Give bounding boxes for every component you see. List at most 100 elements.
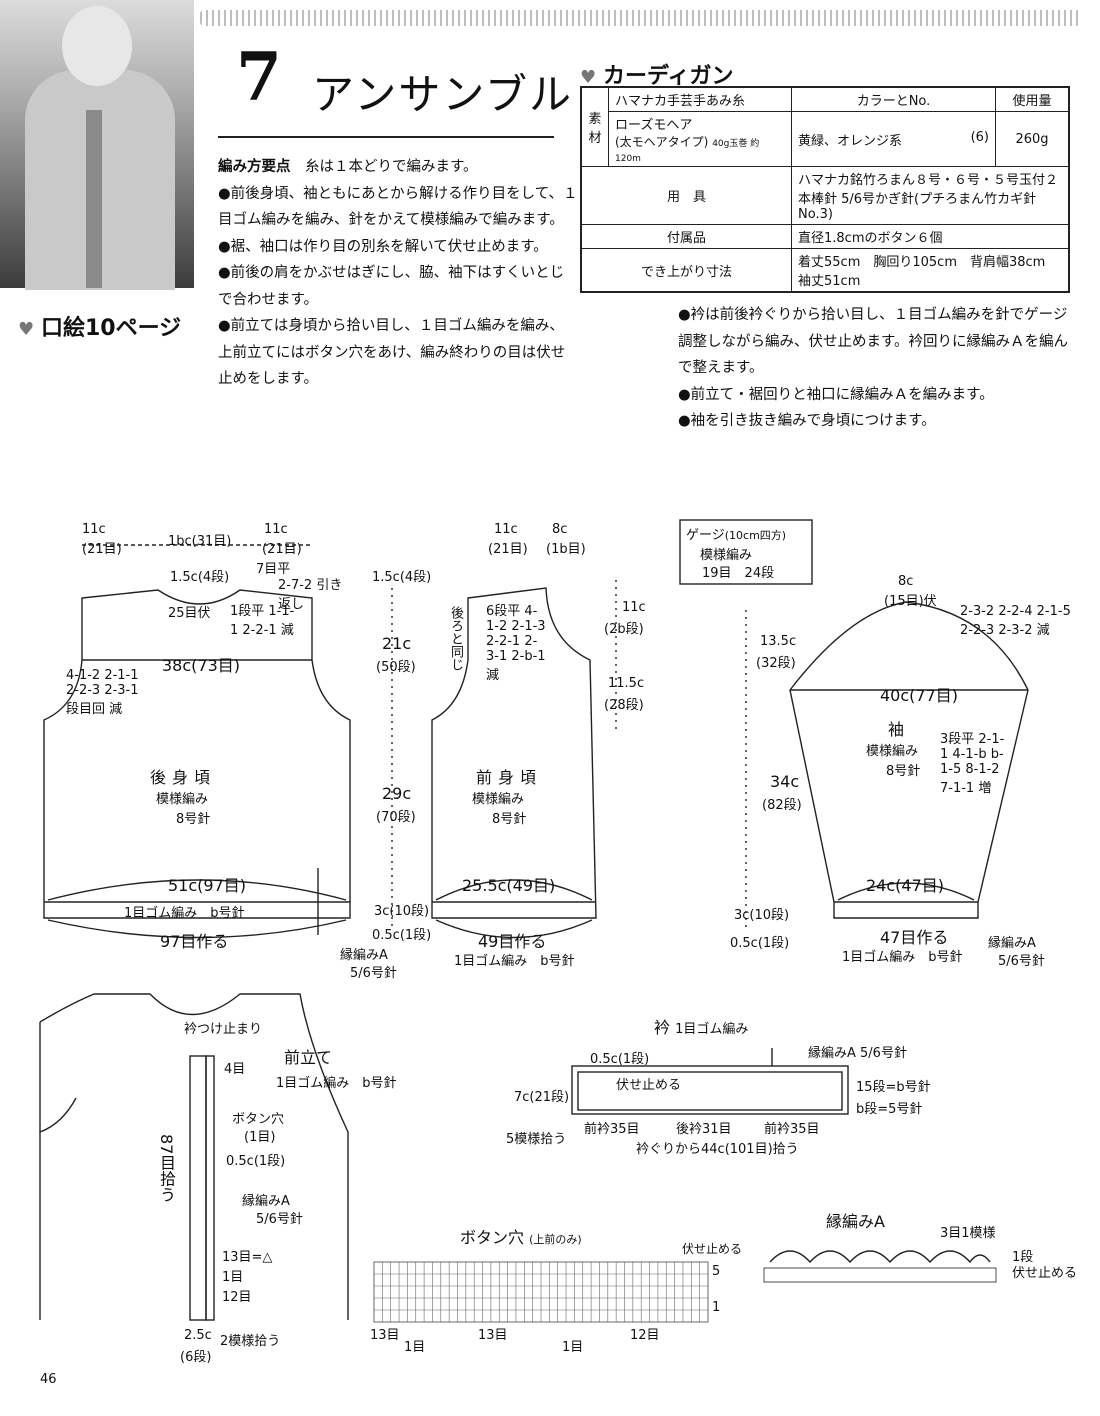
instructions-heading: 編み方要点	[218, 159, 291, 175]
collar-half: 0.5c(1段)	[590, 1052, 650, 1067]
edging-a-base	[763, 1267, 997, 1283]
heart-icon: ♥	[18, 319, 35, 340]
buttonhole-chart-title: ボタン穴	[460, 1228, 525, 1247]
collar-front35a: 前衿35目	[584, 1122, 640, 1137]
collar-edge: 縁編みA 5/6号針	[808, 1046, 907, 1061]
yarn-brand: ハマナカ手芸手あみ糸	[608, 86, 792, 112]
instruction-item: ●前後の肩をかぶせはぎにし、脇、袖下はすくいとじで合わせます。	[218, 265, 565, 308]
buttonhole-chart-s1b: 1目	[562, 1340, 584, 1355]
back-width-51: 51c(97目)	[168, 876, 247, 895]
instruction-item: ●前後身頃、袖ともにあとから解ける作り目をして、１目ゴム編みを編み、針をかえて模…	[218, 185, 578, 229]
placket-one: 1目	[222, 1270, 244, 1285]
instructions-heading-line: 編み方要点 糸は１本どりで編みます。	[218, 154, 578, 181]
sleeve-rib-h: 3c(10段)	[734, 908, 790, 923]
front-neck-h2: 11.5c	[608, 676, 645, 691]
placket-title: 前立て	[284, 1048, 333, 1067]
placket-four: 4目	[224, 1062, 246, 1077]
sleeve-rib: 1目ゴム編み b号針	[842, 950, 963, 965]
back-neck-bind: 25目伏	[168, 606, 211, 621]
color-cell: 黄緑、オレンジ系 (6)	[791, 111, 996, 167]
frontispiece-text: 口絵10ページ	[41, 316, 182, 341]
buttonhole-chart-title-line: ボタン穴 (上前のみ)	[460, 1224, 582, 1248]
back-shoulder-flat: 7目平	[256, 562, 291, 577]
edging-a-title: 縁編みA	[826, 1212, 885, 1231]
cardigan-heading: ♥カーディガン	[580, 58, 733, 90]
back-top-right: 11c	[264, 522, 288, 537]
front-dim-cast	[435, 919, 593, 939]
placket-body-outline	[39, 993, 349, 1320]
instruction-item: ●袖を引き抜き編みで身頃につけます。	[678, 413, 936, 429]
collar-front35b: 前衿35目	[764, 1122, 820, 1137]
yarn-type-line: (太モヘアタイプ) 40g玉巻 約120m	[615, 133, 785, 164]
buttonhole-chart-s13a: 13目	[370, 1328, 400, 1343]
height-3: 29c	[382, 784, 412, 803]
color-header: カラーとNo.	[791, 86, 996, 112]
back-cast: 97目作る	[160, 932, 229, 951]
sleeve-cap-h: 13.5c	[760, 634, 797, 649]
back-top-left: 11c	[82, 522, 106, 537]
gauge-stitches: 19目 24段	[702, 566, 775, 581]
collar-inner	[577, 1071, 843, 1111]
yarn-type: (太モヘアタイプ)	[615, 135, 709, 149]
front-cast: 49目作る	[478, 932, 547, 951]
height-4: 3c(10段)	[374, 904, 430, 919]
front-name: 前身頃	[476, 768, 543, 787]
accessories-value: 直径1.8cmのボタン６個	[791, 224, 1070, 249]
placket-sub: 1目ゴム編み b号針	[276, 1076, 397, 1091]
collar-title: 衿	[654, 1018, 671, 1037]
buttonhole-chart-s1a: 1目	[404, 1340, 426, 1355]
sleeve-needle: 8号針	[886, 764, 921, 779]
yarn-cell: ローズモヘア (太モヘアタイプ) 40g玉巻 約120m	[608, 111, 792, 167]
placket-bottom-pick: 2模様拾う	[220, 1334, 281, 1349]
height-2-sub: (50段)	[376, 660, 416, 675]
material-label: 素材	[580, 86, 609, 167]
placket-side	[39, 1022, 77, 1133]
front-neck-h2-sub: (28段)	[604, 698, 644, 713]
frontispiece-ref: ♥ 口絵10ページ	[18, 310, 181, 342]
sleeve-cast: 47目作る	[880, 928, 949, 947]
materials-table: 素材 ハマナカ手芸手あみ糸 カラーとNo. 使用量 ローズモヘア (太モヘアタイ…	[580, 86, 1070, 293]
yarn-name: ローズモヘア	[615, 118, 693, 133]
back-dim-51	[47, 879, 347, 901]
placket-bottom: 2.5c	[184, 1328, 212, 1343]
collar-back31: 後衿31目	[676, 1122, 732, 1137]
instruction-item: ●衿は前後衿ぐりから拾い目し、１目ゴム編みを針でゲージ調整しながら編み、伏せ止め…	[678, 307, 1069, 376]
sleeve-edge-needle: 5/6号針	[998, 954, 1045, 969]
collar-title-line: 衿 1目ゴム編み	[654, 1014, 748, 1038]
front-neck-dec: 6段平 4-1-2 2-1-3 2-2-1 2-3-1 2-b-1 減	[486, 604, 546, 683]
front-dim-width	[435, 879, 593, 901]
edge-needle: 5/6号針	[350, 966, 397, 981]
gauge-sub: (10cm四方)	[724, 529, 787, 542]
instruction-item: ●裾、袖口は作り目の別糸を解いて伏せ止めます。	[218, 238, 548, 255]
size-label: でき上がり寸法	[580, 248, 792, 293]
amount-header: 使用量	[995, 86, 1070, 112]
edge-label: 縁編みA	[340, 948, 388, 963]
buttonhole-chart-s12: 12目	[630, 1328, 660, 1343]
height-3-sub: (70段)	[376, 810, 416, 825]
front-rib: 1目ゴム編み b号針	[454, 954, 575, 969]
collar-title-sub: 1目ゴム編み	[675, 1022, 749, 1037]
instruction-item: ●前立ては身頃から拾い目し、１目ゴム編みを編み、上前立てにはボタン穴をあけ、編み…	[218, 318, 566, 387]
sleeve-cap-h-sub: (32段)	[756, 656, 796, 671]
collar-pick5: 5模様拾う	[506, 1132, 567, 1147]
collar-rows6: b段=5号針	[856, 1102, 923, 1117]
accessories-label: 付属品	[580, 224, 792, 249]
front-top-left-sub: (21目)	[488, 542, 528, 557]
gauge-title: ゲージ	[686, 528, 725, 543]
placket-edge-needle: 5/6号針	[256, 1212, 303, 1227]
front-same-back: 後ろと同じ	[448, 606, 463, 671]
title-underline	[218, 136, 554, 138]
height-2: 21c	[382, 634, 412, 653]
back-arm-dec: 4-1-2 2-1-1 2-2-3 2-3-1 段目回 減	[66, 668, 139, 717]
sleeve-dim-cuff	[837, 882, 975, 901]
back-shoulder-sl: 2-7-2 引き返し	[278, 578, 343, 612]
sleeve-top-sub: (15目)伏	[884, 594, 937, 609]
project-number: 7	[236, 38, 282, 116]
back-rib: 1目ゴム編み b号針	[124, 906, 245, 921]
gauge-box	[679, 519, 813, 585]
color-no: (6)	[970, 129, 989, 145]
placket-buttonhole: ボタン穴	[232, 1112, 285, 1127]
front-neck-h-sub: (2b段)	[604, 622, 644, 637]
buttonhole-chart-bind: 伏せ止める	[682, 1242, 743, 1256]
